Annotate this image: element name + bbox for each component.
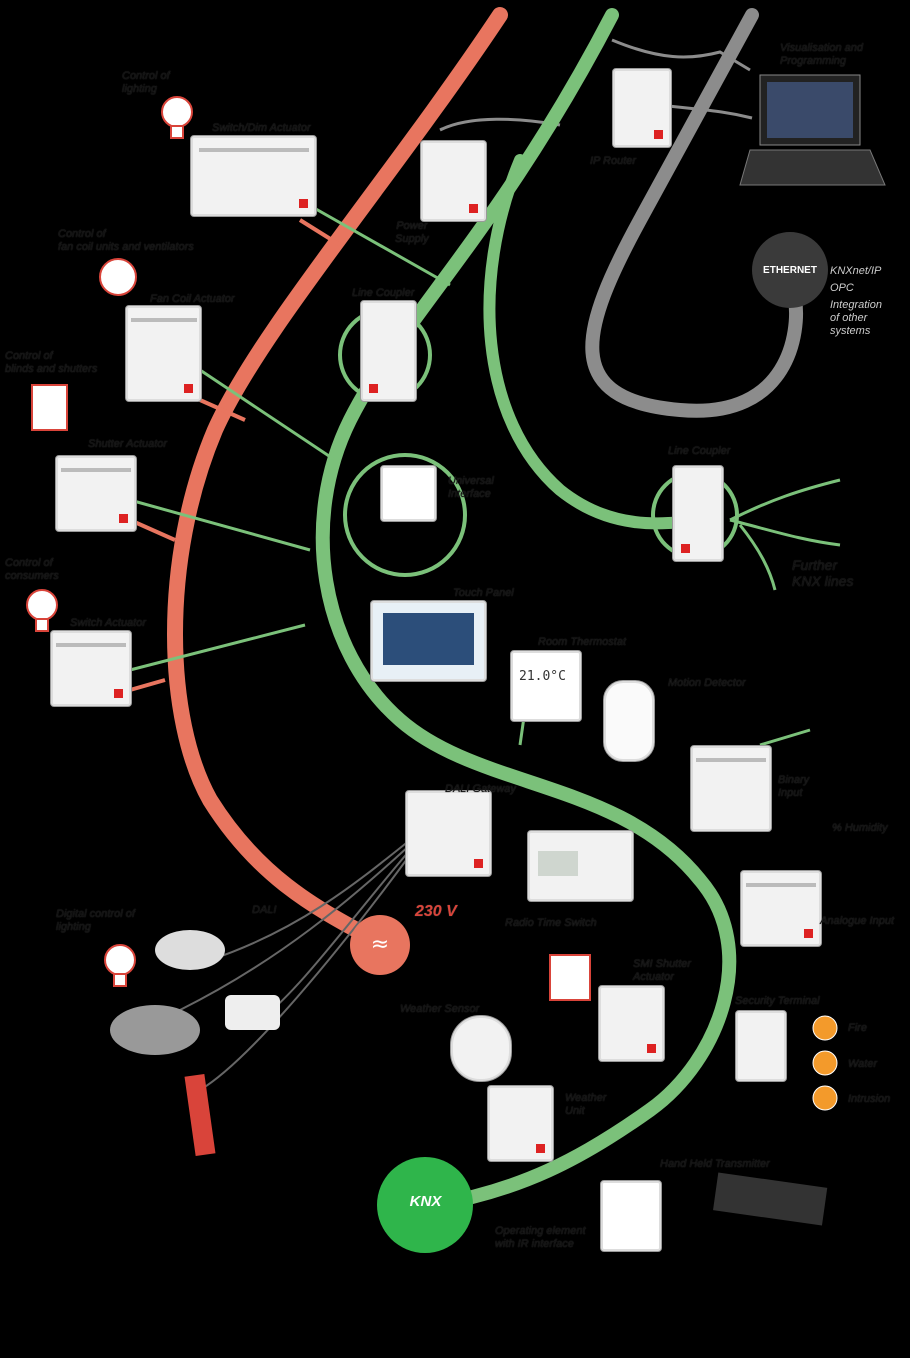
label-room-thermostat: Room Thermostat bbox=[538, 636, 627, 648]
motion-detector-device bbox=[603, 680, 655, 762]
thermostat-display: 21.0°C bbox=[519, 669, 566, 684]
universal-interface-device bbox=[380, 465, 437, 522]
bulb-icons bbox=[26, 96, 193, 987]
label-radio-time-switch: Radio Time Switch bbox=[505, 917, 597, 929]
label-further-knx: Further KNX lines bbox=[792, 557, 854, 589]
knx-node bbox=[377, 1157, 473, 1253]
label-voltage: 230 V bbox=[415, 903, 457, 920]
label-power-supply: Power Supply bbox=[395, 220, 429, 245]
operating-element-device bbox=[600, 1180, 662, 1252]
label-line-coupler-1: Line Coupler bbox=[352, 287, 415, 299]
label-dali: DALI bbox=[252, 904, 277, 916]
label-operating-element: Operating element with IR interface bbox=[495, 1225, 586, 1250]
label-control-lighting: Control of lighting bbox=[122, 70, 170, 95]
laptop-icon bbox=[739, 74, 886, 186]
water-icon bbox=[812, 1050, 838, 1076]
ethernet-point-3: Integration of other systems bbox=[830, 299, 882, 337]
ethernet-point-1: KNXnet/IP bbox=[830, 265, 882, 277]
fan-icon bbox=[99, 258, 137, 296]
label-fire: Fire bbox=[848, 1022, 867, 1034]
remote-control bbox=[713, 1172, 828, 1226]
label-universal-interface: Universal Interface bbox=[448, 475, 494, 500]
label-control-blinds: Control of blinds and shutters bbox=[5, 350, 98, 375]
switch-actuator-device bbox=[50, 630, 132, 707]
blind-icon-2 bbox=[549, 954, 591, 1001]
ethernet-cable bbox=[585, 8, 804, 418]
touch-panel-device bbox=[370, 600, 487, 682]
label-switch-actuator: Switch Actuator bbox=[70, 617, 147, 629]
label-touch-panel: Touch Panel bbox=[453, 587, 514, 599]
dali-ballast-2 bbox=[110, 1005, 200, 1055]
line-coupler-1-device bbox=[360, 300, 417, 402]
label-switch-dim-actuator: Switch/Dim Actuator bbox=[212, 122, 311, 134]
label-digital-control: Digital control of lighting bbox=[56, 908, 135, 933]
label-smi-shutter: SMI Shutter Actuator bbox=[633, 958, 692, 983]
fire-icon bbox=[812, 1015, 838, 1041]
power-connectors bbox=[129, 218, 342, 692]
ethernet-node bbox=[752, 232, 828, 308]
dali-ballast-1 bbox=[155, 930, 225, 970]
dali-led-strip bbox=[184, 1073, 216, 1157]
label-intrusion: Intrusion bbox=[848, 1093, 891, 1105]
binary-input-device bbox=[690, 745, 772, 832]
label-fan-coil-actuator: Fan Coil Actuator bbox=[150, 293, 235, 305]
weather-sensor-device bbox=[450, 1015, 512, 1082]
ethernet-branch-ip-router bbox=[611, 38, 751, 72]
label-dali-gateway: DALI Gateway bbox=[445, 783, 516, 795]
label-water: Water bbox=[848, 1058, 878, 1070]
intrusion-icon bbox=[812, 1085, 838, 1111]
security-terminal-device bbox=[735, 1010, 787, 1082]
switch-dim-actuator-device bbox=[190, 135, 317, 217]
radio-time-switch-device bbox=[527, 830, 634, 902]
line-coupler-2-device bbox=[672, 465, 724, 562]
label-weather-unit: Weather Unit bbox=[565, 1092, 607, 1117]
knx-bus-branch-right bbox=[483, 154, 706, 530]
shutter-actuator-device bbox=[55, 455, 137, 532]
dali-ballast-3 bbox=[225, 995, 280, 1030]
ip-router-device bbox=[612, 68, 672, 148]
ethernet-point-2: OPC bbox=[830, 282, 854, 294]
label-shutter-actuator: Shutter Actuator bbox=[88, 438, 168, 450]
label-visualisation: Visualisation and Programming bbox=[780, 42, 863, 67]
analogue-input-device bbox=[740, 870, 822, 947]
power-line-230v bbox=[167, 7, 508, 948]
smi-shutter-actuator-device bbox=[598, 985, 665, 1062]
knx-further-lines bbox=[729, 478, 841, 591]
wave-icon: ≈ bbox=[371, 932, 389, 957]
label-security-terminal: Security Terminal bbox=[735, 995, 820, 1007]
dali-gateway-device bbox=[405, 790, 492, 877]
label-ip-router: IP Router bbox=[590, 155, 637, 167]
room-thermostat-device: 21.0°C bbox=[510, 650, 582, 722]
label-weather-sensor: Weather Sensor bbox=[400, 1003, 480, 1015]
label-ethernet: ETHERNET bbox=[763, 265, 817, 276]
blind-icon bbox=[31, 384, 68, 431]
label-analogue-input: Analogue Input bbox=[820, 915, 895, 927]
voltage-node bbox=[350, 915, 410, 975]
label-binary-input: Binary Input bbox=[778, 774, 810, 799]
label-control-fan: Control of fan coil units and ventilator… bbox=[58, 228, 194, 253]
label-line-coupler-2: Line Coupler bbox=[668, 445, 731, 457]
weather-unit-device bbox=[487, 1085, 554, 1162]
label-humidity: % Humidity bbox=[832, 822, 888, 834]
label-control-consumers: Control of consumers bbox=[5, 557, 59, 582]
power-supply-device bbox=[420, 140, 487, 222]
knx-connectors bbox=[129, 198, 811, 747]
label-motion-detector: Motion Detector bbox=[668, 677, 746, 689]
label-knx: KNX bbox=[409, 1193, 442, 1210]
label-hand-held: Hand Held Transmitter bbox=[660, 1158, 770, 1170]
fan-coil-actuator-device bbox=[125, 305, 202, 402]
